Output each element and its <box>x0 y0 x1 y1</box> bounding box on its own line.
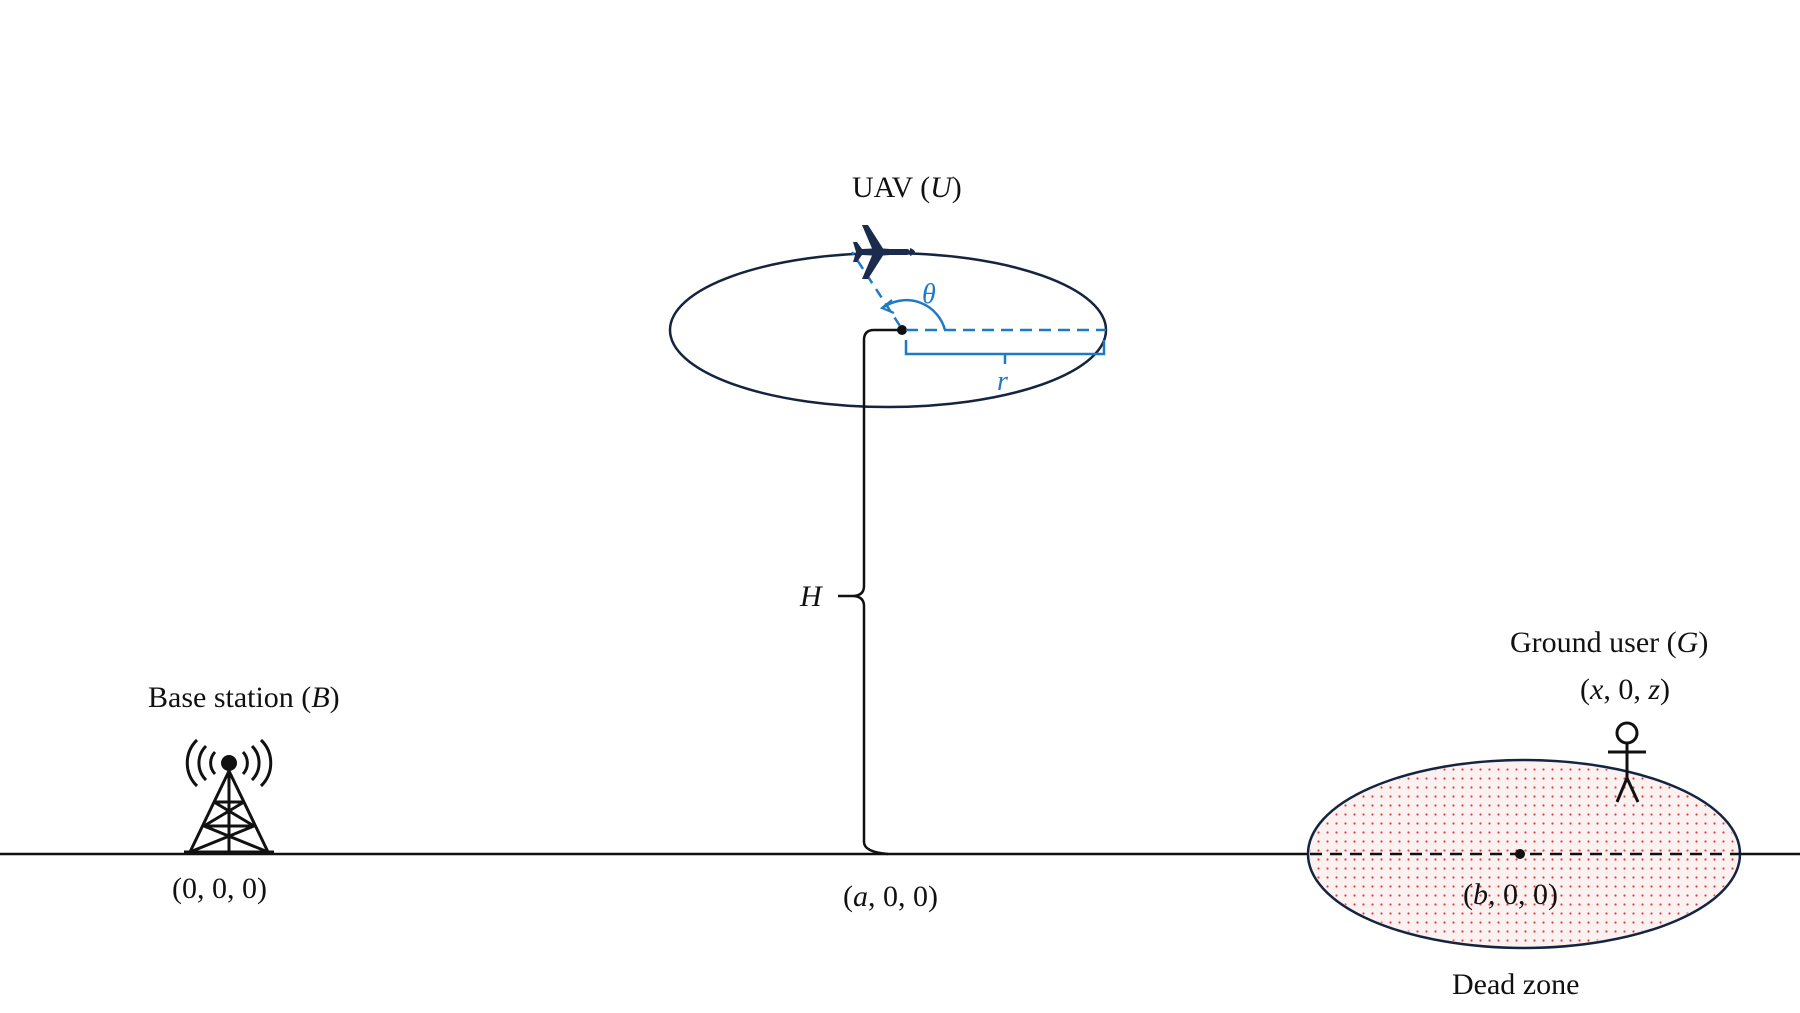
ground-user-label: Ground user (G) <box>1510 626 1708 659</box>
height-brace <box>838 328 902 856</box>
uav-position-dashed-line <box>850 251 902 327</box>
base-station-label: Base station (B) <box>148 681 340 714</box>
dead-zone-label: Dead zone <box>1452 968 1579 1001</box>
theta-label: θ <box>922 279 936 310</box>
person-icon <box>1608 721 1646 803</box>
dead-zone-center-point <box>1515 849 1525 859</box>
base-station-coordinates: (0, 0, 0) <box>172 872 267 905</box>
dead-zone <box>1306 758 1742 950</box>
height-label: H <box>799 580 824 613</box>
radio-tower-icon <box>184 738 274 854</box>
radius-brace <box>904 340 1106 364</box>
theta-arc <box>883 298 947 331</box>
dead-zone-center-coordinates: (b, 0, 0) <box>1463 878 1558 911</box>
uav-center-coordinates: (a, 0, 0) <box>843 880 938 913</box>
airplane-icon <box>853 225 915 279</box>
theta-arc-arrow <box>879 299 895 315</box>
radius-label: r <box>997 366 1008 397</box>
ground-user-coordinates: (x, 0, z) <box>1580 673 1670 706</box>
uav-label: UAV (U) <box>852 171 962 204</box>
